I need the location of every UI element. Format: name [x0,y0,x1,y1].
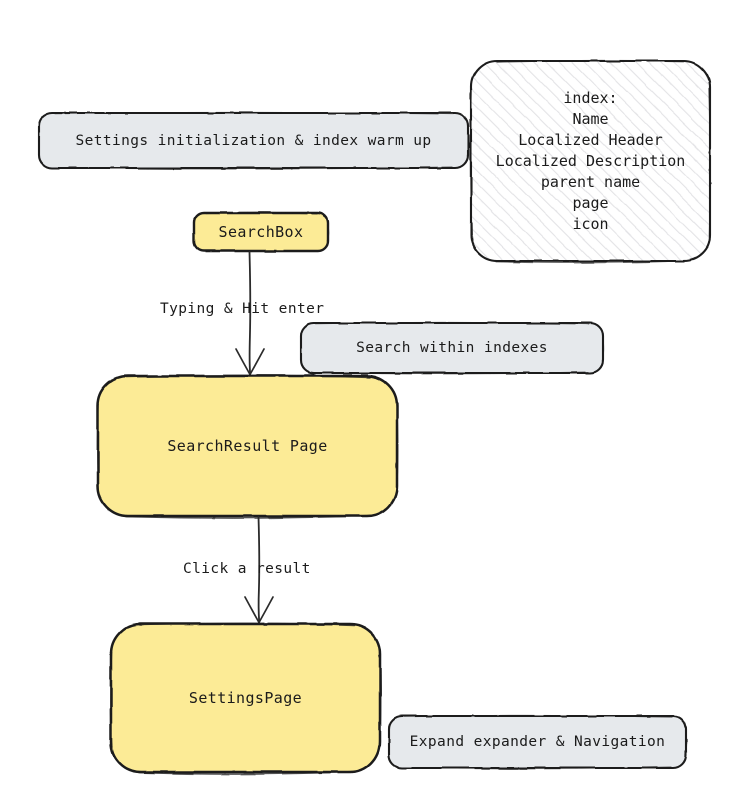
annotation-expand-shape [387,714,688,770]
index-box-shape [469,59,712,264]
node-settingspage-shape[interactable] [109,622,382,775]
node-searchbox-shape[interactable] [192,211,330,253]
node-searchresult-shape[interactable] [96,374,399,519]
edge-typing-arrow [235,251,265,376]
edge-click-arrow [244,516,274,624]
annotation-search-shape [299,321,605,375]
annotation-init-shape [37,111,470,170]
